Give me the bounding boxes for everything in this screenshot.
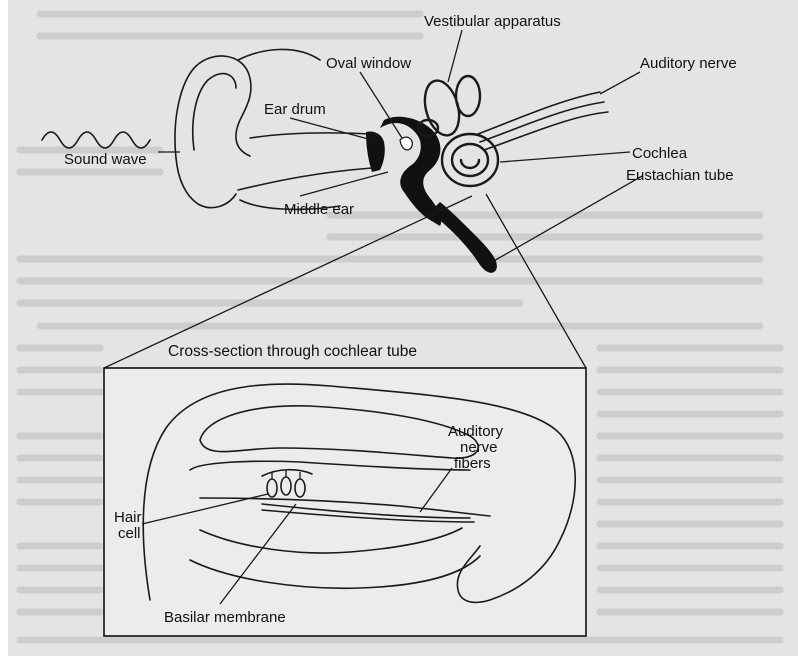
sound-wave [42, 132, 150, 148]
semicircular-canal-2 [456, 76, 480, 116]
outer-ear [175, 56, 251, 158]
label-hair-cell-2: cell [118, 525, 141, 542]
label-hair-cell-1: Hair [114, 509, 142, 526]
ear-drum [366, 131, 385, 172]
earlobe [176, 158, 236, 208]
ear-canal-bottom [238, 168, 372, 190]
label-oval-window: Oval window [326, 55, 411, 72]
label-middle-ear: Middle ear [284, 201, 354, 218]
label-auditory-nerve-fibers-3: fibers [454, 455, 491, 472]
label-vestibular-apparatus: Vestibular apparatus [424, 13, 561, 30]
label-cross-section-title: Cross-section through cochlear tube [168, 343, 417, 360]
middle-ear-ossicles [380, 117, 441, 226]
label-auditory-nerve-fibers-2: nerve [460, 439, 498, 456]
ear-canal-top [250, 133, 370, 138]
label-basilar-membrane: Basilar membrane [164, 609, 286, 626]
oval-window [400, 137, 412, 150]
label-auditory-nerve-fibers-1: Auditory [448, 423, 504, 440]
label-sound-wave: Sound wave [64, 151, 147, 168]
label-cochlea: Cochlea [632, 145, 688, 162]
label-eustachian-tube: Eustachian tube [626, 167, 734, 184]
auditory-nerve [478, 92, 600, 134]
label-ear-drum: Ear drum [264, 101, 326, 118]
outer-ear-inner [193, 74, 236, 150]
cochlea [442, 134, 498, 186]
skull-outline [238, 49, 320, 60]
auditory-nerve-2 [480, 102, 604, 142]
label-auditory-nerve: Auditory nerve [640, 55, 737, 72]
